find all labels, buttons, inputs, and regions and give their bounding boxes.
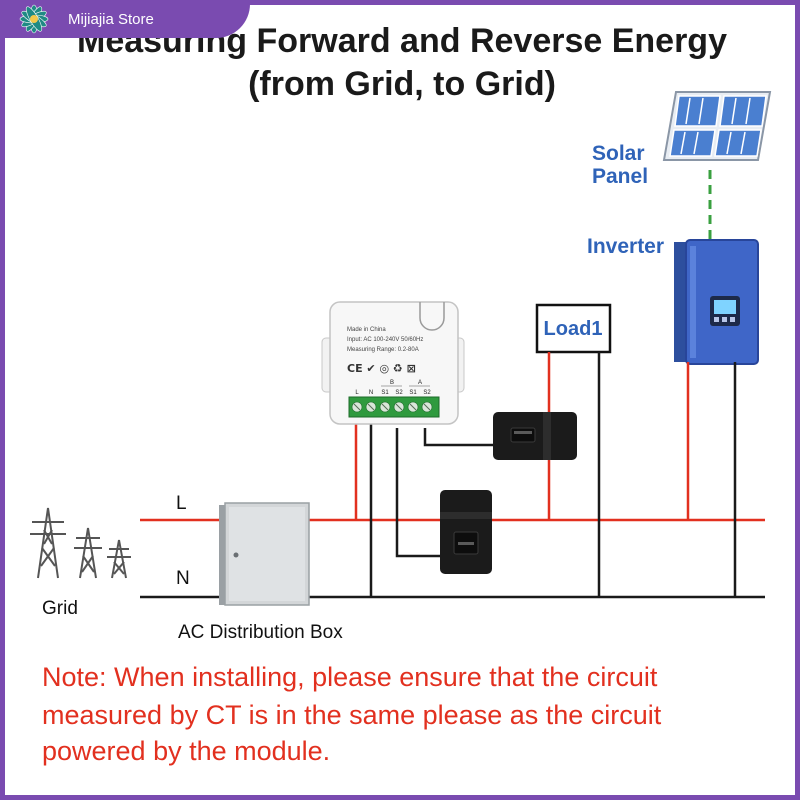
store-name: Mijiajia Store [68,10,154,28]
ac-distribution-box [219,502,310,606]
note-prefix: Note: [42,662,107,692]
terminal-group-a: A [418,380,422,386]
power-tower-icon [30,507,66,579]
ct-clamp-grid [440,490,492,574]
load-label: Load1 [544,318,603,340]
inverter [674,239,759,365]
terminal-group-b: B [390,380,394,386]
store-badge: Mijiajia Store [0,0,250,38]
flower-icon [19,4,49,34]
title-line-2: (from Grid, to Grid) [248,65,556,103]
panel-label: Panel [592,165,648,188]
note-line-1: Note: When installing, please ensure tha… [42,662,658,692]
module-made-in: Made in China [347,327,386,333]
ct-b-lead [395,428,440,558]
grid-label: Grid [42,598,78,619]
terminal-label: N [369,390,373,396]
load-box [535,303,612,354]
power-tower-icon [107,539,131,579]
terminal-label: L [355,390,359,396]
terminal-label: S1 [409,390,417,396]
terminal-label: S1 [381,390,389,396]
ct-a-lead [423,428,493,447]
inverter-label: Inverter [587,235,664,258]
module-cert-marks: CE ✔ ◎ ♻ ⊠ [347,362,416,375]
terminal-label: S2 [423,390,431,396]
note-line-1-text: When installing, please ensure that the … [107,662,658,692]
energy-meter-module [321,301,465,425]
neutral-line-label: N [176,568,190,589]
note-line-2: measured by CT is in the same please as … [42,700,662,730]
ct-clamp-load [493,412,577,460]
power-tower-icon [74,527,102,579]
module-input-spec: Input: AC 100-240V 50/60Hz [347,337,423,343]
note-line-3: powered by the module. [42,736,330,766]
live-line-label: L [176,493,187,514]
solar-label: Solar [592,142,645,165]
terminal-label: S2 [395,390,403,396]
ac-box-label: AC Distribution Box [178,622,343,643]
module-range-spec: Measuring Range: 0.2-80A [347,347,419,353]
solar-panel [662,91,772,161]
